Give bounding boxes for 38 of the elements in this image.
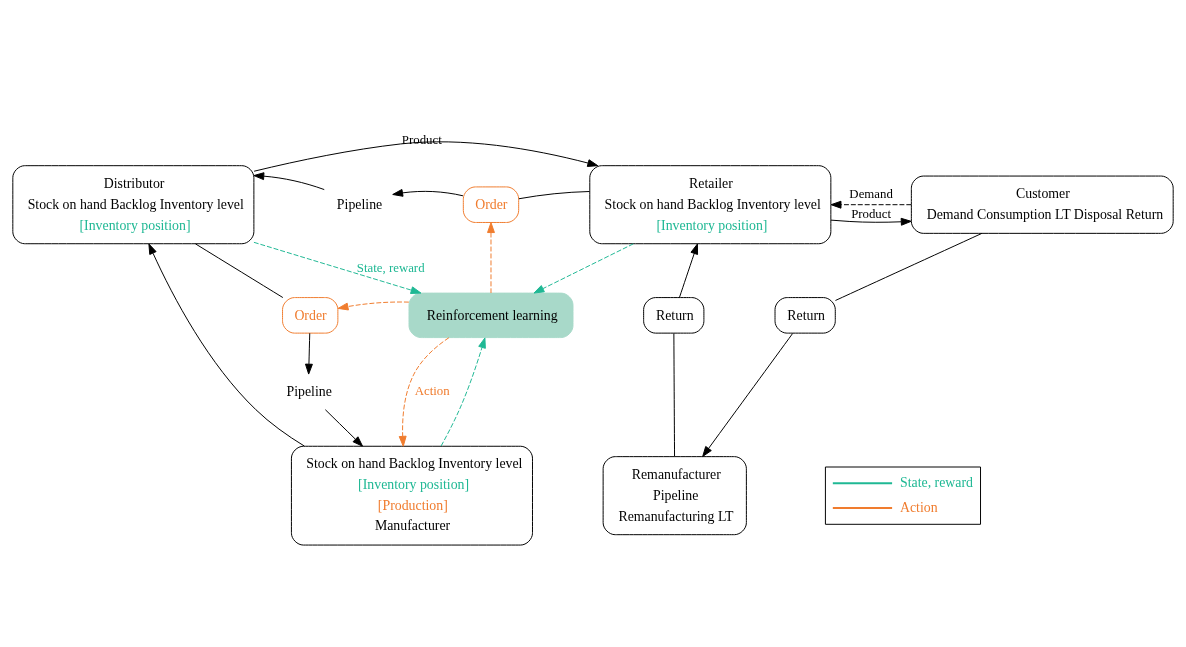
arrow bbox=[830, 200, 912, 209]
node-box: Distributor Stock on hand Backlog Inventory level [Inventory position] bbox=[12, 165, 255, 245]
arrow bbox=[148, 243, 305, 447]
arrow bbox=[398, 337, 450, 447]
node-box: Return bbox=[643, 297, 705, 334]
legend-label: Action bbox=[900, 499, 938, 515]
edge-label: Demand bbox=[849, 187, 893, 202]
arrow bbox=[305, 332, 313, 375]
arrow bbox=[533, 243, 634, 294]
arrow bbox=[392, 188, 464, 197]
arrow bbox=[253, 172, 325, 191]
node-box: Order bbox=[462, 186, 520, 223]
arrow bbox=[830, 217, 912, 226]
arrow bbox=[440, 337, 486, 447]
node-text: Pipeline bbox=[336, 196, 383, 212]
node-box: Reinforcement learning bbox=[408, 292, 574, 339]
edge-label: State, reward bbox=[356, 260, 425, 275]
node-box: Stock on hand Backlog Inventory level [Inventory position] [Production] Manufacturer bbox=[290, 445, 533, 546]
node-text: Pipeline bbox=[286, 384, 332, 400]
node-box: Return bbox=[774, 297, 836, 334]
connector bbox=[834, 232, 983, 301]
arrow bbox=[253, 141, 599, 172]
arrow bbox=[324, 409, 364, 447]
edge-label: Action bbox=[414, 384, 450, 399]
arrow bbox=[337, 301, 410, 311]
node-box: Order bbox=[282, 297, 339, 334]
node-box: Retailer Stock on hand Backlog Inventory level [Inventory position] bbox=[589, 165, 832, 245]
node-box: Customer Demand Consumption LT Disposal Return bbox=[910, 175, 1174, 234]
node-box: Remanufacturer Pipeline Remanufacturing LT bbox=[602, 456, 747, 536]
arrow bbox=[702, 332, 794, 457]
connector bbox=[673, 332, 676, 457]
connector bbox=[518, 191, 590, 200]
arrow bbox=[487, 222, 495, 294]
connector bbox=[194, 243, 284, 299]
arrow bbox=[253, 241, 422, 294]
edge-label: Product bbox=[851, 206, 892, 221]
legend-label: State, reward bbox=[900, 474, 973, 490]
arrow bbox=[679, 243, 699, 298]
